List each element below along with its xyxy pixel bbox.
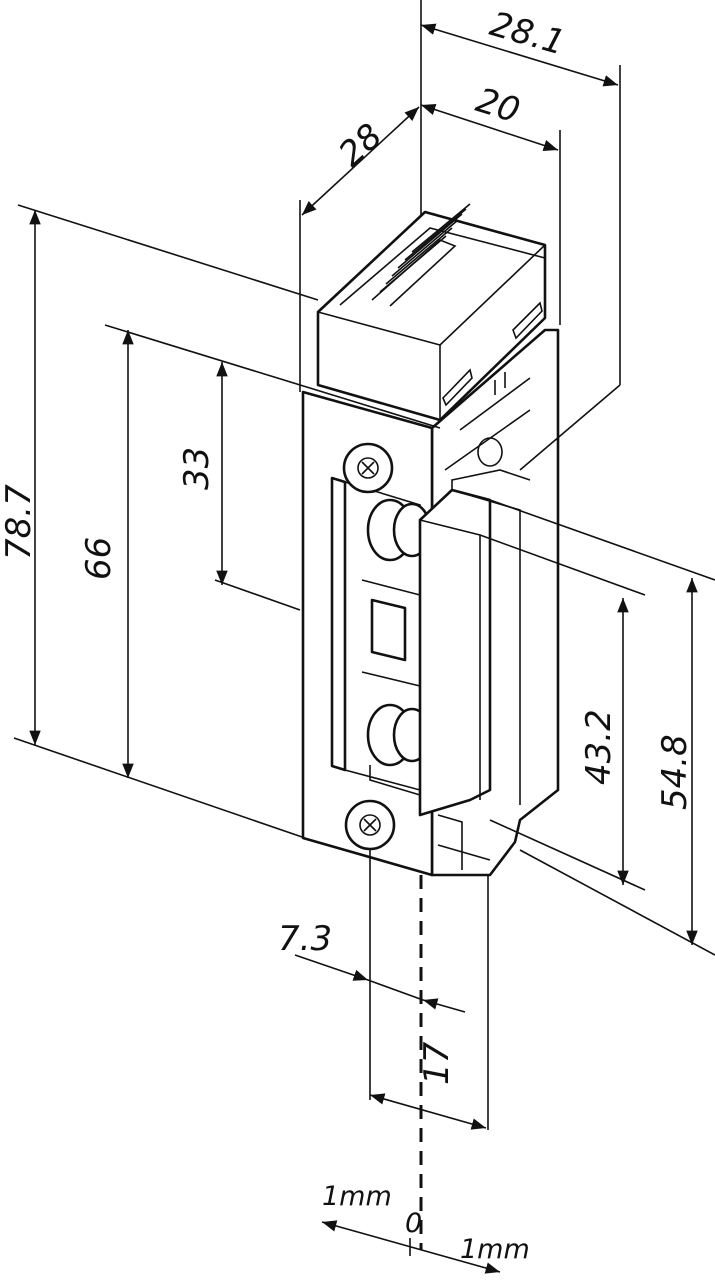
terminal-block [316, 210, 547, 422]
dim-54-8: 54.8 [655, 734, 695, 810]
scale-left-label: 1mm [322, 1181, 392, 1212]
dim-17: 17 [417, 1041, 457, 1085]
dim-43-2: 43.2 [579, 709, 619, 785]
dim-28: 28 [331, 116, 390, 175]
scale-labels: 1mm 0 1mm [322, 1181, 530, 1265]
dim-28-1: 28.1 [486, 4, 570, 63]
dim-33: 33 [177, 447, 217, 490]
latch-bracket [370, 598, 407, 662]
top-mounting-screw [342, 442, 394, 494]
dim-66: 66 [79, 537, 119, 580]
scale-right-label: 1mm [460, 1234, 530, 1265]
terminal-screws [371, 203, 471, 307]
scale-center-label: 0 [405, 1208, 422, 1239]
door-opener-body [301, 203, 560, 877]
bottom-mounting-screw [344, 799, 396, 851]
dim-78-7: 78.7 [0, 484, 39, 560]
dim-7-3: 7.3 [278, 919, 332, 959]
side-hole [477, 437, 503, 467]
dimension-lines [13, 0, 715, 1274]
